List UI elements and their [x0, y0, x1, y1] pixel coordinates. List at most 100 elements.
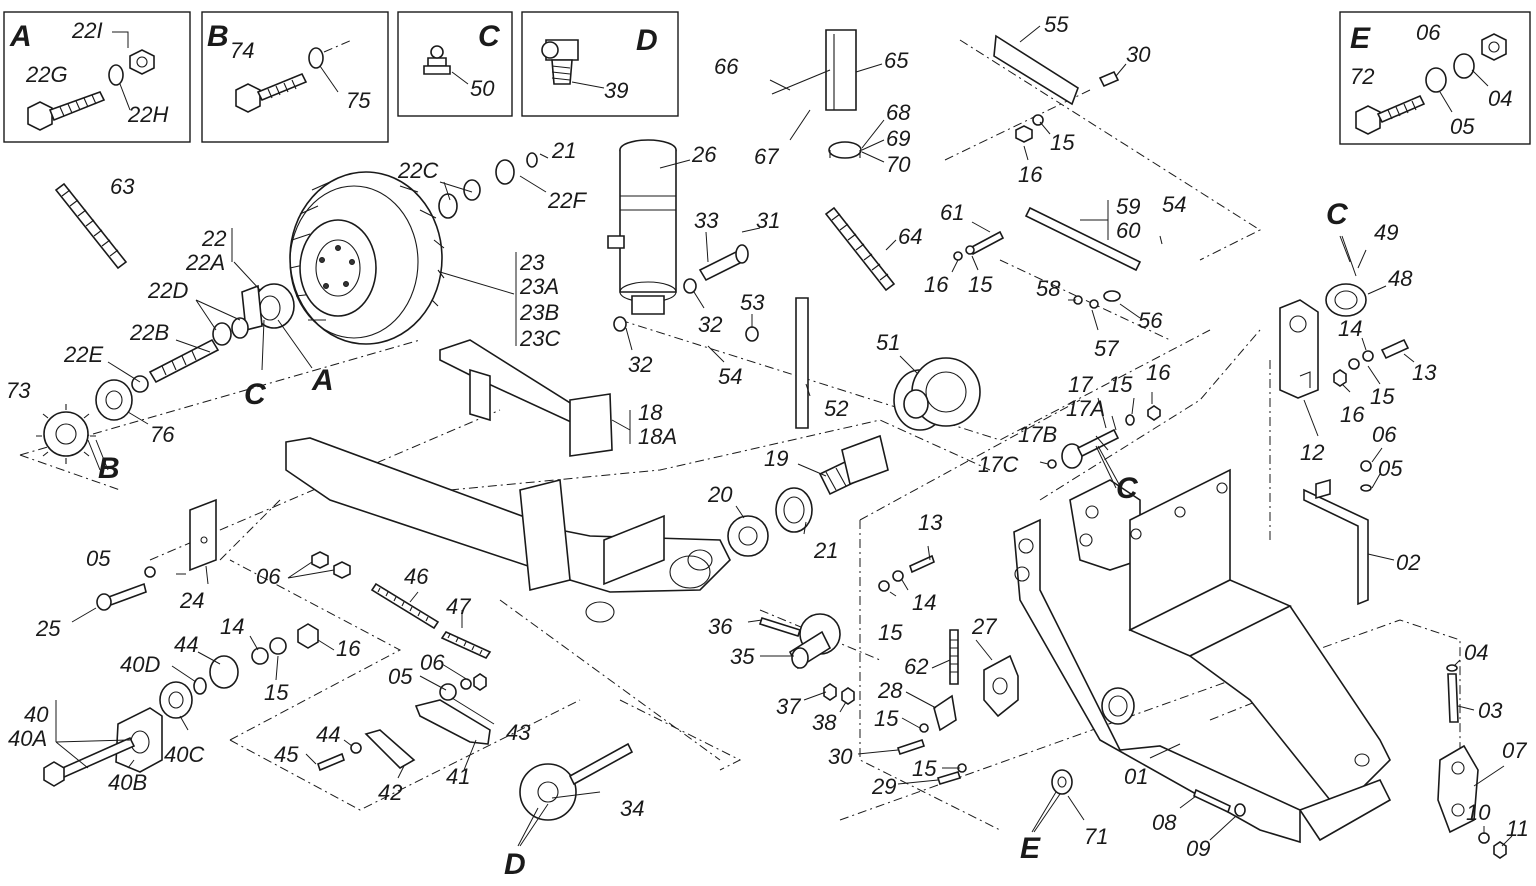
label-32-right: 32 — [698, 312, 722, 337]
label-50: 50 — [470, 76, 495, 101]
axle-parts — [95, 317, 249, 421]
label-30-top: 30 — [1126, 42, 1151, 67]
label-07: 07 — [1502, 738, 1527, 763]
label-15-left: 15 — [264, 680, 289, 705]
label-17a: 17A — [1066, 396, 1105, 421]
label-14-mid: 14 — [912, 590, 936, 615]
label-22f: 22F — [547, 188, 587, 213]
label-35: 35 — [730, 644, 755, 669]
label-06-e: 06 — [1416, 20, 1441, 45]
label-28: 28 — [877, 678, 903, 703]
label-13-right: 13 — [1412, 360, 1437, 385]
label-59: 59 — [1116, 194, 1140, 219]
label-45: 45 — [274, 742, 299, 767]
label-24: 24 — [179, 588, 204, 613]
label-21-top: 21 — [551, 138, 576, 163]
frame-18 — [285, 339, 731, 623]
label-46: 46 — [404, 564, 429, 589]
label-43: 43 — [506, 720, 531, 745]
label-55: 55 — [1044, 12, 1069, 37]
label-62: 62 — [904, 654, 928, 679]
label-44-upper: 44 — [174, 632, 198, 657]
ref-letter-d: D — [504, 848, 526, 881]
bracket-65 — [771, 29, 862, 159]
inset-box-c: C 50 — [397, 11, 513, 117]
label-22d: 22D — [147, 278, 188, 303]
label-16-right: 16 — [1340, 402, 1365, 427]
label-73: 73 — [6, 378, 31, 403]
ref-letter-c-bracket: C — [1326, 198, 1349, 231]
ref-letter-c-gear: C — [1116, 472, 1139, 505]
sprocket-22c-parts — [438, 152, 538, 219]
label-60: 60 — [1116, 218, 1141, 243]
label-75: 75 — [346, 88, 371, 113]
bracket-02 — [1303, 460, 1372, 606]
plate-55 — [993, 34, 1120, 143]
spring-47 — [440, 630, 492, 660]
leader-lines — [55, 25, 1513, 847]
label-16-top: 16 — [1018, 162, 1043, 187]
label-74: 74 — [230, 38, 254, 63]
label-31: 31 — [756, 208, 780, 233]
label-33: 33 — [694, 208, 719, 233]
label-15-right: 15 — [1370, 384, 1395, 409]
label-34: 34 — [620, 796, 644, 821]
label-22g: 22G — [25, 62, 68, 87]
link-59 — [953, 206, 1142, 272]
label-71: 71 — [1084, 824, 1108, 849]
label-40b: 40B — [108, 770, 147, 795]
sprocket-73 — [36, 404, 96, 464]
label-10: 10 — [1466, 800, 1491, 825]
label-04-e: 04 — [1488, 86, 1512, 111]
label-70: 70 — [886, 152, 911, 177]
label-67: 67 — [754, 144, 779, 169]
label-29: 29 — [871, 774, 896, 799]
label-61: 61 — [940, 200, 964, 225]
ref-letter-a: A — [311, 364, 334, 397]
bearing-40-parts — [43, 623, 319, 787]
label-15-lower-a: 15 — [874, 706, 899, 731]
label-22c: 22C — [397, 158, 438, 183]
wheel-tire — [289, 171, 445, 345]
label-15-gear: 15 — [1108, 372, 1133, 397]
label-14-right: 14 — [1338, 316, 1362, 341]
label-76: 76 — [150, 422, 175, 447]
label-23b: 23B — [519, 300, 559, 325]
label-51: 51 — [876, 330, 900, 355]
links-41-42 — [317, 673, 491, 772]
label-56: 56 — [1138, 308, 1163, 333]
plate-12 — [1279, 283, 1410, 399]
inset-d-letter: D — [636, 24, 658, 57]
part-number-labels: 63 22 22A 22D 22B 22E 73 76 22C 21 22F 2… — [6, 12, 1529, 861]
label-68: 68 — [886, 100, 911, 125]
label-58: 58 — [1036, 276, 1061, 301]
sprocket-34 — [519, 742, 634, 821]
gear-17 — [1047, 405, 1161, 469]
label-39: 39 — [604, 78, 628, 103]
bracket-27 — [878, 554, 1019, 785]
label-30-lower: 30 — [828, 744, 853, 769]
label-15-midlow: 15 — [878, 620, 903, 645]
label-63: 63 — [110, 174, 135, 199]
label-38: 38 — [812, 710, 837, 735]
label-25: 25 — [35, 616, 61, 641]
inset-a-letter: A — [9, 20, 32, 53]
label-17c: 17C — [978, 452, 1018, 477]
label-17: 17 — [1068, 372, 1093, 397]
label-08: 08 — [1152, 810, 1177, 835]
spring-19 — [818, 434, 889, 496]
ref-letter-c-hub: C — [244, 378, 267, 411]
ring-21 — [775, 487, 813, 533]
label-44-lower: 44 — [316, 722, 340, 747]
label-40: 40 — [24, 702, 49, 727]
label-23a: 23A — [519, 274, 559, 299]
bushing-71 — [1051, 769, 1073, 795]
label-05-left: 05 — [86, 546, 111, 571]
label-20: 20 — [707, 482, 733, 507]
label-40d: 40D — [120, 652, 160, 677]
bolt-08 — [1193, 788, 1246, 817]
label-42: 42 — [378, 780, 402, 805]
label-22e: 22E — [63, 342, 103, 367]
plate-24 — [96, 498, 217, 611]
